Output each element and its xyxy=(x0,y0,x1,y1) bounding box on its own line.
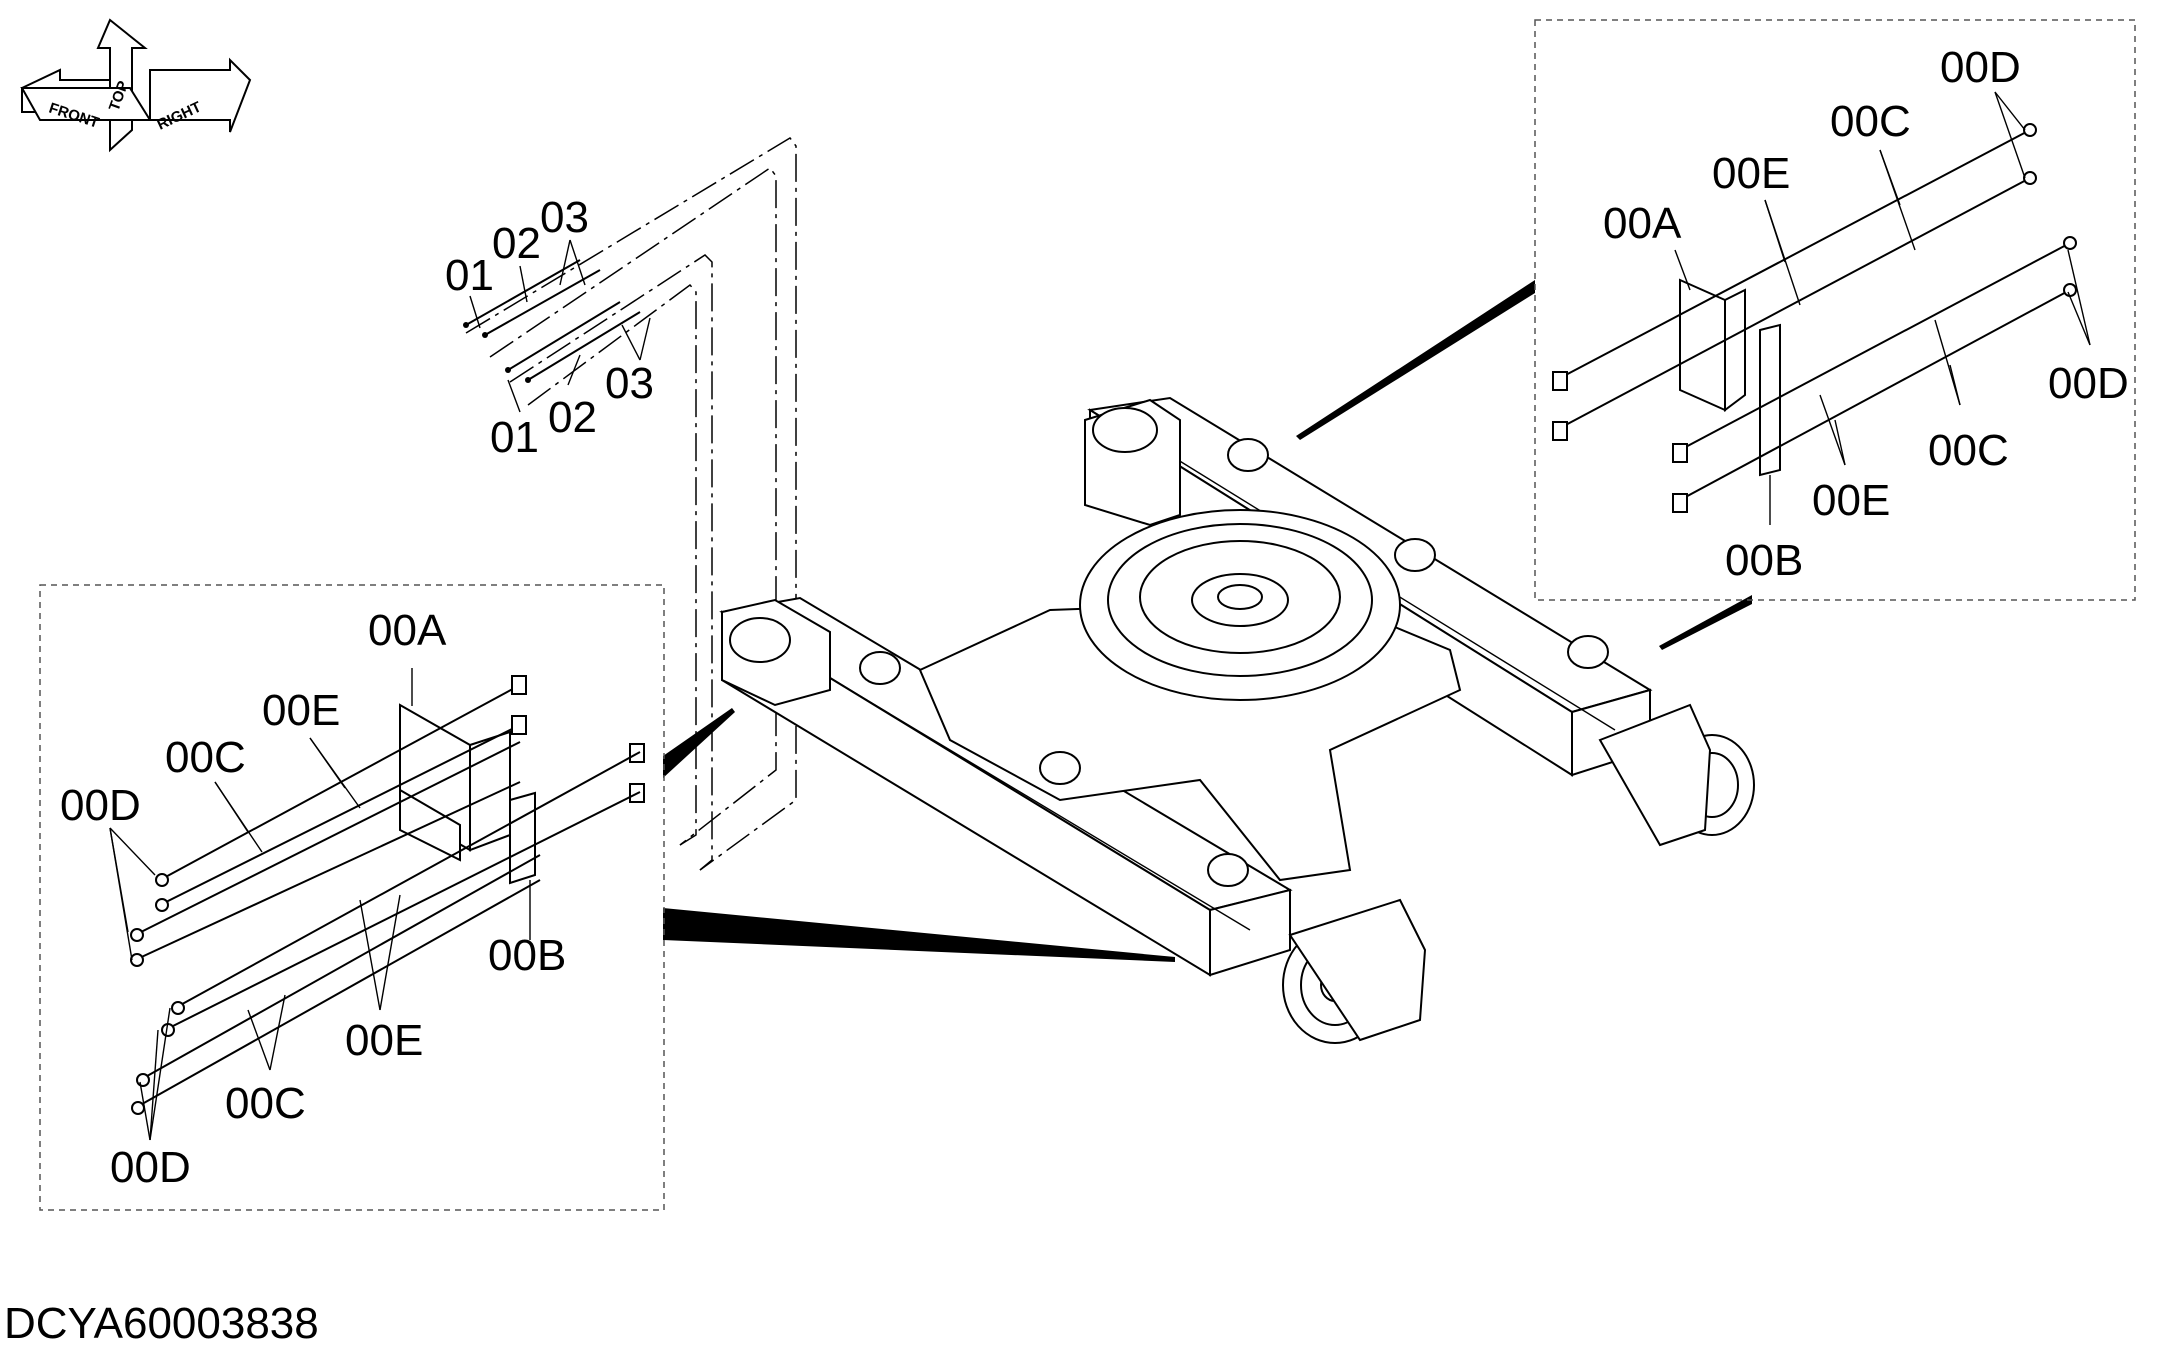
left-detail-box xyxy=(39,584,665,1211)
callout-left-00D-lower: 00D xyxy=(110,1143,191,1192)
left-detail-parts xyxy=(130,675,645,1115)
callout-top-01-b: 01 xyxy=(490,413,539,462)
callout-right-00D-lower: 00D xyxy=(2048,359,2129,408)
callout-top-02-b: 02 xyxy=(548,393,597,442)
callout-top-01-a: 01 xyxy=(445,251,494,300)
callout-left-00E-upper: 00E xyxy=(262,686,340,735)
callout-left-00C-upper: 00C xyxy=(165,733,246,782)
left-detail-leaders xyxy=(109,668,531,1141)
callout-left-00D-upper: 00D xyxy=(60,781,141,830)
right-detail-box xyxy=(1534,19,2136,601)
callout-right-00A: 00A xyxy=(1603,199,1682,248)
callout-left-00A: 00A xyxy=(368,606,447,655)
right-detail-leaders xyxy=(1674,91,2091,525)
orientation-icon: FRONT TOP RIGHT xyxy=(20,18,252,153)
callout-right-00C-upper: 00C xyxy=(1830,97,1911,146)
callout-left-00B: 00B xyxy=(488,931,566,980)
callout-top-02-a: 02 xyxy=(492,219,541,268)
callout-right-00B: 00B xyxy=(1725,536,1803,585)
top-pipe-leaders xyxy=(469,239,651,413)
callout-left-00C-lower: 00C xyxy=(225,1079,306,1128)
callout-right-00C-lower: 00C xyxy=(1928,426,2009,475)
undercarriage-frame xyxy=(719,396,1755,1044)
right-detail-parts xyxy=(1552,123,2077,513)
callout-right-00E-lower: 00E xyxy=(1812,476,1890,525)
callout-left-00E-lower: 00E xyxy=(345,1016,423,1065)
top-pipe-set xyxy=(463,259,641,383)
document-id: DCYA60003838 xyxy=(4,1299,319,1345)
callout-top-03-b: 03 xyxy=(605,359,654,408)
pipe-routing-lines xyxy=(465,137,797,871)
callout-right-00D-upper: 00D xyxy=(1940,43,2021,92)
detail-pointers xyxy=(663,280,1752,962)
callout-top-03-a: 03 xyxy=(540,193,589,242)
callout-right-00E-upper: 00E xyxy=(1712,149,1790,198)
